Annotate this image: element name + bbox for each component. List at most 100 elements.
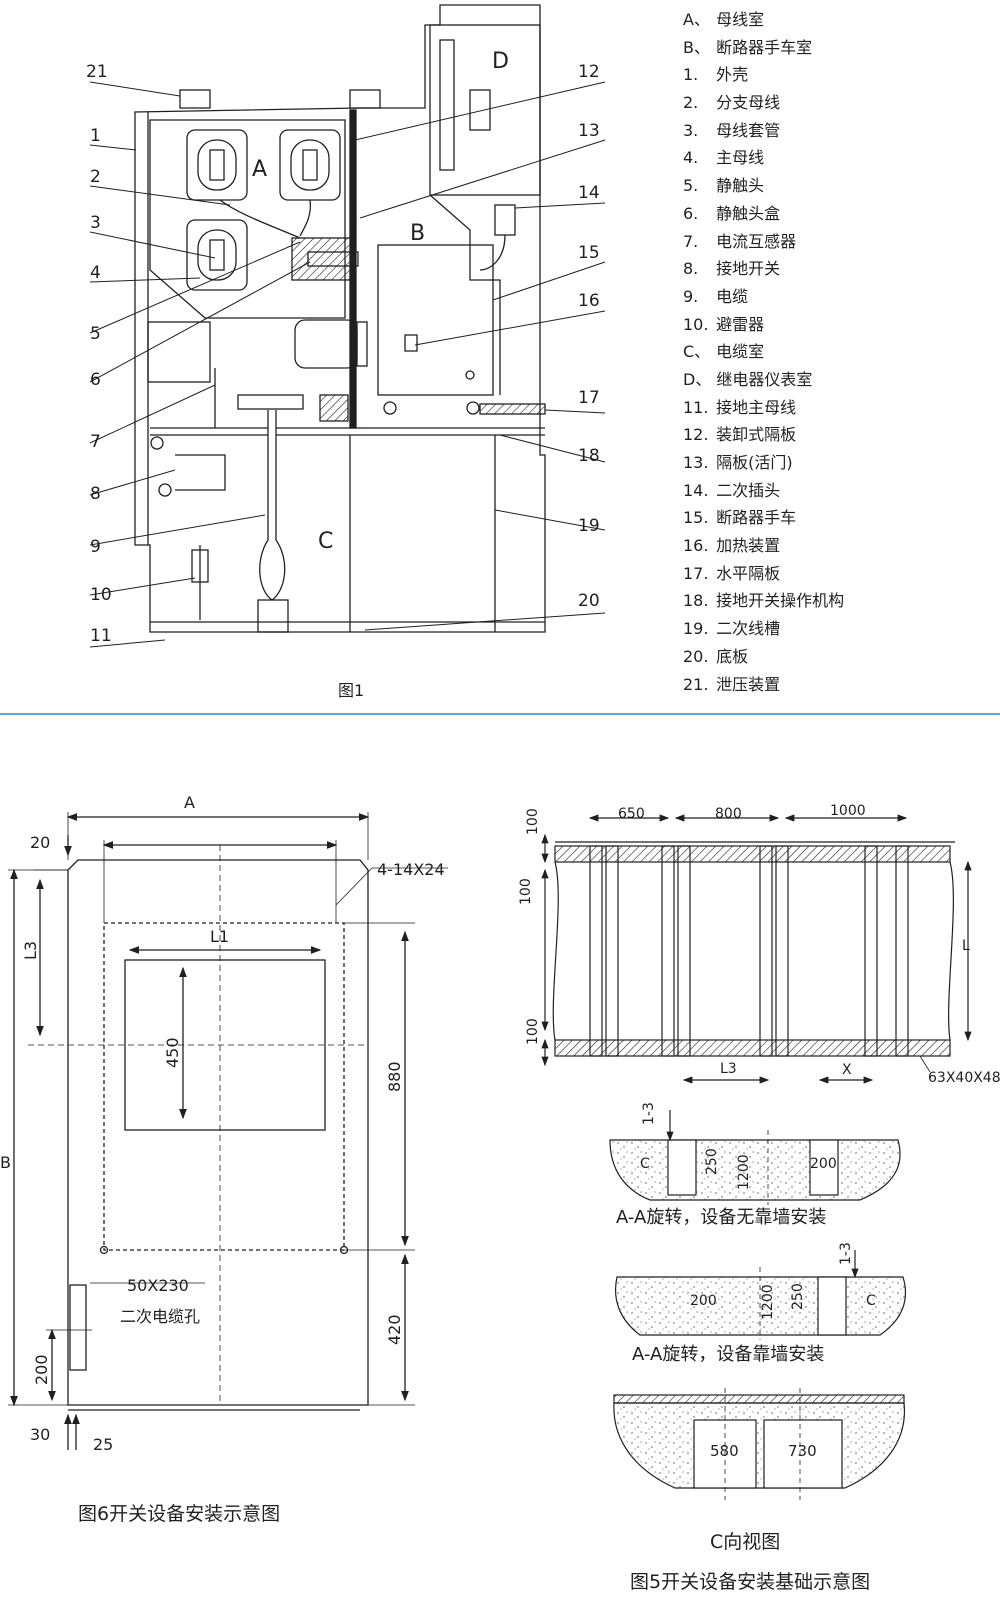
figure5-plan bbox=[541, 814, 972, 1084]
legend-text: 接地开关 bbox=[716, 259, 781, 279]
legend-text: 二次线槽 bbox=[716, 619, 781, 639]
section-no-wall-labels: 1-3 C 250 1200 200 bbox=[640, 1102, 837, 1190]
s1-arrow: 1-3 bbox=[641, 1102, 657, 1125]
callout-20: 20 bbox=[578, 591, 600, 611]
legend-text: 泄压装置 bbox=[716, 674, 781, 694]
legend-item: B、 断路器手车室 bbox=[683, 38, 983, 66]
window-cutout bbox=[124, 959, 326, 1131]
legend-item: 20. 底板 bbox=[683, 647, 983, 675]
dim-800: 800 bbox=[715, 806, 742, 822]
legend-item: 15. 断路器手车 bbox=[683, 508, 983, 536]
callout-10: 10 bbox=[90, 585, 112, 605]
dim-slot-label: 二次电缆孔 bbox=[120, 1307, 200, 1326]
section3-caption: C向视图 bbox=[710, 1531, 780, 1553]
compartment-B: B bbox=[410, 221, 425, 246]
legend-text: 二次插头 bbox=[716, 480, 781, 500]
callout-4: 4 bbox=[90, 263, 101, 283]
legend-text: 分支母线 bbox=[716, 93, 781, 113]
legend-code: 9. bbox=[683, 286, 699, 306]
s1-1200: 1200 bbox=[736, 1154, 752, 1190]
callout-13: 13 bbox=[578, 121, 600, 141]
compartment-A: A bbox=[252, 157, 267, 182]
dim-420: 420 bbox=[385, 1314, 404, 1345]
cable bbox=[259, 410, 286, 601]
figure5-plan-labels: 650 800 1000 100 100 100 L L3 X 63X40X48 bbox=[518, 803, 1000, 1086]
legend-code: 21. bbox=[683, 674, 709, 694]
legend-text: 电缆 bbox=[716, 286, 749, 306]
legend-code: 10. bbox=[683, 314, 709, 334]
figure1-drawing bbox=[134, 4, 546, 633]
dim-100a: 100 bbox=[525, 808, 541, 835]
relay-compartment bbox=[429, 24, 541, 196]
legend-item: 14. 二次插头 bbox=[683, 481, 983, 509]
callout-11: 11 bbox=[90, 626, 112, 646]
s1-C: C bbox=[640, 1156, 650, 1172]
legend-code: 19. bbox=[683, 619, 709, 639]
callout-3: 3 bbox=[90, 213, 101, 233]
legend-item: 1. 外壳 bbox=[683, 65, 983, 93]
legend-item: C、 电缆室 bbox=[683, 342, 983, 370]
channel-top bbox=[554, 845, 951, 863]
callout-1: 1 bbox=[90, 126, 101, 146]
legend-item: A、 母线室 bbox=[683, 10, 983, 38]
legend-code: 15. bbox=[683, 508, 709, 528]
breaker-truck bbox=[377, 244, 494, 396]
callout-6: 6 bbox=[90, 370, 101, 390]
legend-code: 12. bbox=[683, 425, 709, 445]
dim-steel: 63X40X48 bbox=[928, 1070, 1000, 1086]
dim-30: 30 bbox=[30, 1425, 50, 1444]
s1-200: 200 bbox=[810, 1156, 837, 1172]
s2-arrow: 1-3 bbox=[838, 1242, 854, 1265]
legend-item: 11. 接地主母线 bbox=[683, 398, 983, 426]
figure1-callouts: 21 1 2 3 4 5 6 7 8 9 10 11 12 13 14 15 1… bbox=[86, 62, 600, 646]
legend-item: 6. 静触头盒 bbox=[683, 204, 983, 232]
legend-text: 断路器手车室 bbox=[716, 37, 813, 57]
horizontal-partition bbox=[479, 403, 546, 415]
legend-item: D、 继电器仪表室 bbox=[683, 370, 983, 398]
legend-item: 10. 避雷器 bbox=[683, 315, 983, 343]
legend-text: 接地主母线 bbox=[716, 397, 797, 417]
legend-code: 7. bbox=[683, 231, 699, 251]
s2-250: 250 bbox=[790, 1283, 806, 1310]
s1-250: 250 bbox=[704, 1148, 720, 1175]
dim-730: 730 bbox=[788, 1442, 817, 1460]
legend-code: 3. bbox=[683, 120, 699, 140]
section-no-wall bbox=[609, 1110, 901, 1205]
legend-item: 2. 分支母线 bbox=[683, 93, 983, 121]
legend-item: 19. 二次线槽 bbox=[683, 619, 983, 647]
legend-code: 20. bbox=[683, 646, 709, 666]
dim-B: B bbox=[0, 1153, 11, 1172]
legend-text: 断路器手车 bbox=[716, 508, 797, 528]
callout-2: 2 bbox=[90, 167, 101, 187]
legend-text: 继电器仪表室 bbox=[716, 369, 813, 389]
s2-C: C bbox=[866, 1293, 876, 1309]
section-c-view bbox=[613, 1388, 906, 1500]
legend-text: 水平隔板 bbox=[716, 563, 781, 583]
legend-text: 底板 bbox=[716, 646, 749, 666]
section-wall-labels: 1-3 C 250 1200 200 bbox=[690, 1242, 876, 1320]
legend-text: 避雷器 bbox=[716, 314, 765, 334]
legend-code: D、 bbox=[683, 369, 712, 389]
busbar-compartment bbox=[149, 119, 346, 319]
legend-text: 电流互感器 bbox=[716, 231, 797, 251]
legend-item: 17. 水平隔板 bbox=[683, 564, 983, 592]
pressure-relief-left bbox=[179, 89, 211, 109]
s2-200: 200 bbox=[690, 1293, 717, 1309]
legend-code: 2. bbox=[683, 93, 699, 113]
legend-item: 18. 接地开关操作机构 bbox=[683, 591, 983, 619]
legend-text: 外壳 bbox=[716, 65, 749, 85]
dim-650: 650 bbox=[618, 806, 645, 822]
callout-8: 8 bbox=[90, 484, 101, 504]
busbar-bushing-lower bbox=[186, 219, 248, 291]
dim-880: 880 bbox=[385, 1061, 404, 1092]
callout-7: 7 bbox=[90, 432, 101, 452]
legend-item: 3. 母线套管 bbox=[683, 121, 983, 149]
callout-9: 9 bbox=[90, 537, 101, 557]
dim-25: 25 bbox=[93, 1435, 113, 1454]
compartment-D: D bbox=[492, 49, 509, 74]
legend-item: 21. 泄压装置 bbox=[683, 675, 983, 703]
section-divider bbox=[0, 713, 1000, 715]
legend-text: 主母线 bbox=[716, 148, 765, 168]
